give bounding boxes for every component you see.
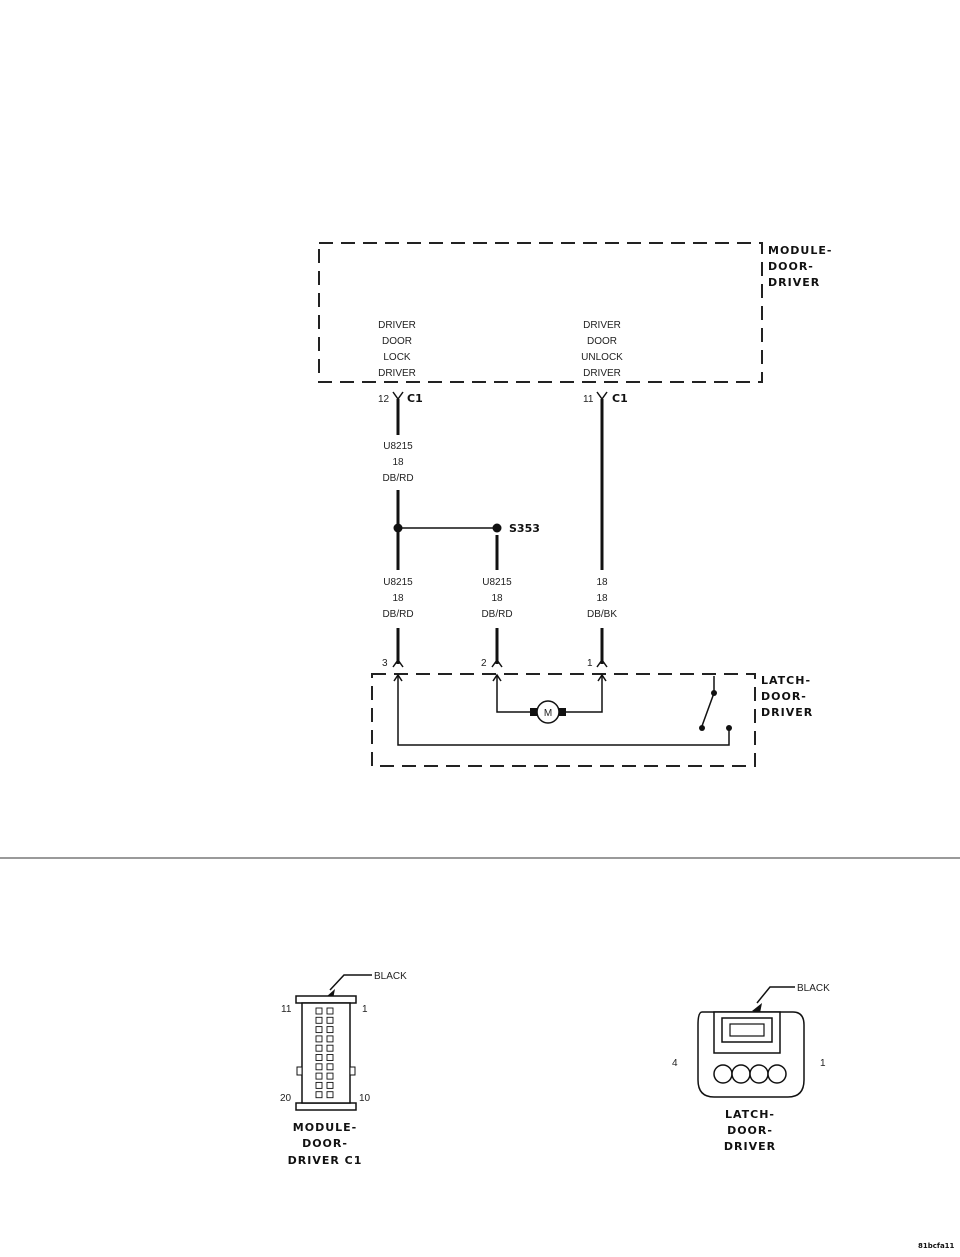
svg-text:DB/RD: DB/RD [382, 609, 413, 620]
svg-text:18: 18 [491, 593, 503, 604]
figure-id: 81bcfa11 [918, 1242, 955, 1250]
svg-text:1: 1 [820, 1058, 826, 1069]
latch-door-driver-box [371, 673, 756, 767]
svg-text:DRIVER: DRIVER [583, 368, 621, 379]
latch-connector-view: BLACK 4 1 LATCH- DOOR- DRIVER [672, 983, 830, 1153]
svg-text:18: 18 [596, 577, 608, 588]
connector-cavity [315, 1026, 323, 1034]
connector-cavity [315, 1063, 323, 1071]
connector-cavity [326, 1091, 334, 1099]
svg-text:DB/RD: DB/RD [382, 473, 413, 484]
connector-cavity [315, 1091, 323, 1099]
svg-text:DRIVER: DRIVER [378, 320, 416, 331]
svg-text:2: 2 [481, 658, 487, 669]
wire-label-lower-mid: U8215 18 DB/RD [481, 577, 512, 620]
connector-cavity [315, 1054, 323, 1061]
latch-name-label: LATCH- DOOR- DRIVER [761, 674, 813, 719]
svg-text:DB/RD: DB/RD [481, 609, 512, 620]
svg-text:1: 1 [587, 658, 593, 669]
svg-text:DOOR: DOOR [382, 336, 412, 347]
svg-text:11: 11 [281, 1004, 292, 1015]
svg-text:C1: C1 [407, 392, 423, 405]
module-door-driver-box [318, 242, 763, 383]
svg-text:MODULE-: MODULE- [293, 1121, 357, 1134]
svg-text:C1: C1 [612, 392, 628, 405]
latch-pin-1: 1 [587, 658, 608, 669]
svg-text:3: 3 [382, 658, 388, 669]
connector-cavity [315, 1035, 323, 1043]
latch-circuit-loop [397, 676, 730, 746]
svg-text:DRIVER: DRIVER [761, 706, 813, 719]
connector-cavity [326, 1035, 334, 1043]
connector-cavity [315, 1007, 323, 1015]
connector-cavity [315, 1044, 323, 1052]
svg-text:M: M [544, 708, 552, 719]
svg-text:DRIVER: DRIVER [378, 368, 416, 379]
wire-label-lower-right: 18 18 DB/BK [587, 577, 617, 620]
connector-cavity [326, 1026, 334, 1034]
svg-text:18: 18 [392, 593, 404, 604]
svg-text:DRIVER: DRIVER [583, 320, 621, 331]
svg-text:DOOR-: DOOR- [727, 1124, 773, 1137]
svg-text:11: 11 [583, 394, 594, 405]
splice-s353-dot [492, 523, 502, 533]
svg-text:BLACK: BLACK [374, 971, 407, 982]
wire-label-top-left: U8215 18 DB/RD [382, 441, 413, 484]
svg-text:DOOR-: DOOR- [761, 690, 807, 703]
splice-label: S353 [509, 522, 540, 535]
connector-cavity [326, 1016, 334, 1024]
svg-text:DRIVER: DRIVER [768, 276, 820, 289]
latch-pin-2: 2 [481, 658, 503, 669]
svg-text:18: 18 [392, 457, 404, 468]
connector-cavity [315, 1016, 323, 1024]
latch-inner-arrow-3 [393, 673, 403, 682]
connector-cavity [315, 1072, 323, 1080]
svg-text:12: 12 [378, 394, 390, 405]
module-connector-view: BLACK 11 1 20 10 MODULE- DOOR- DRIVER C1 [280, 971, 407, 1167]
latch-pin-3: 3 [382, 658, 404, 669]
svg-text:BLACK: BLACK [797, 983, 830, 994]
svg-text:18: 18 [596, 593, 608, 604]
module-pin-11: 11 C1 [583, 391, 628, 405]
svg-text:U8215: U8215 [383, 577, 413, 588]
svg-text:LATCH-: LATCH- [761, 674, 811, 687]
connector-cavity [326, 1007, 334, 1015]
svg-text:4: 4 [672, 1058, 678, 1069]
svg-text:10: 10 [359, 1093, 371, 1104]
lock-driver-label: DRIVER DOOR LOCK DRIVER [378, 320, 416, 379]
connector-cavity [315, 1081, 323, 1089]
svg-text:MODULE-: MODULE- [768, 244, 832, 257]
svg-text:DRIVER: DRIVER [724, 1140, 776, 1153]
svg-text:1: 1 [362, 1004, 368, 1015]
svg-text:U8215: U8215 [383, 441, 413, 452]
connector-cavity [326, 1054, 334, 1061]
motor-wire-right [566, 676, 603, 713]
svg-text:20: 20 [280, 1093, 292, 1104]
svg-text:U8215: U8215 [482, 577, 512, 588]
connector-cavity [326, 1081, 334, 1089]
svg-text:DOOR-: DOOR- [768, 260, 814, 273]
latch-inner-arrow-1 [597, 673, 607, 682]
svg-text:UNLOCK: UNLOCK [581, 352, 623, 363]
motor-wire-left [496, 676, 530, 713]
latch-switch [699, 676, 732, 731]
latch-connector-cavities [713, 1064, 787, 1084]
connector-cavity [326, 1044, 334, 1052]
unlock-driver-label: DRIVER DOOR UNLOCK DRIVER [581, 320, 623, 379]
svg-text:LOCK: LOCK [383, 352, 411, 363]
svg-text:DB/BK: DB/BK [587, 609, 617, 620]
svg-text:DRIVER C1: DRIVER C1 [288, 1154, 363, 1167]
connector-cavity [326, 1072, 334, 1080]
latch-inner-arrow-2 [492, 673, 502, 682]
svg-text:LATCH-: LATCH- [725, 1108, 775, 1121]
module-connector-cavities [315, 1007, 334, 1099]
wire-label-lower-left: U8215 18 DB/RD [382, 577, 413, 620]
connector-cavity [326, 1063, 334, 1071]
module-pin-12: 12 C1 [378, 391, 423, 405]
svg-text:DOOR: DOOR [587, 336, 617, 347]
svg-text:DOOR-: DOOR- [302, 1137, 348, 1150]
module-name-label: MODULE- DOOR- DRIVER [768, 244, 832, 289]
motor-symbol: M [530, 700, 566, 724]
